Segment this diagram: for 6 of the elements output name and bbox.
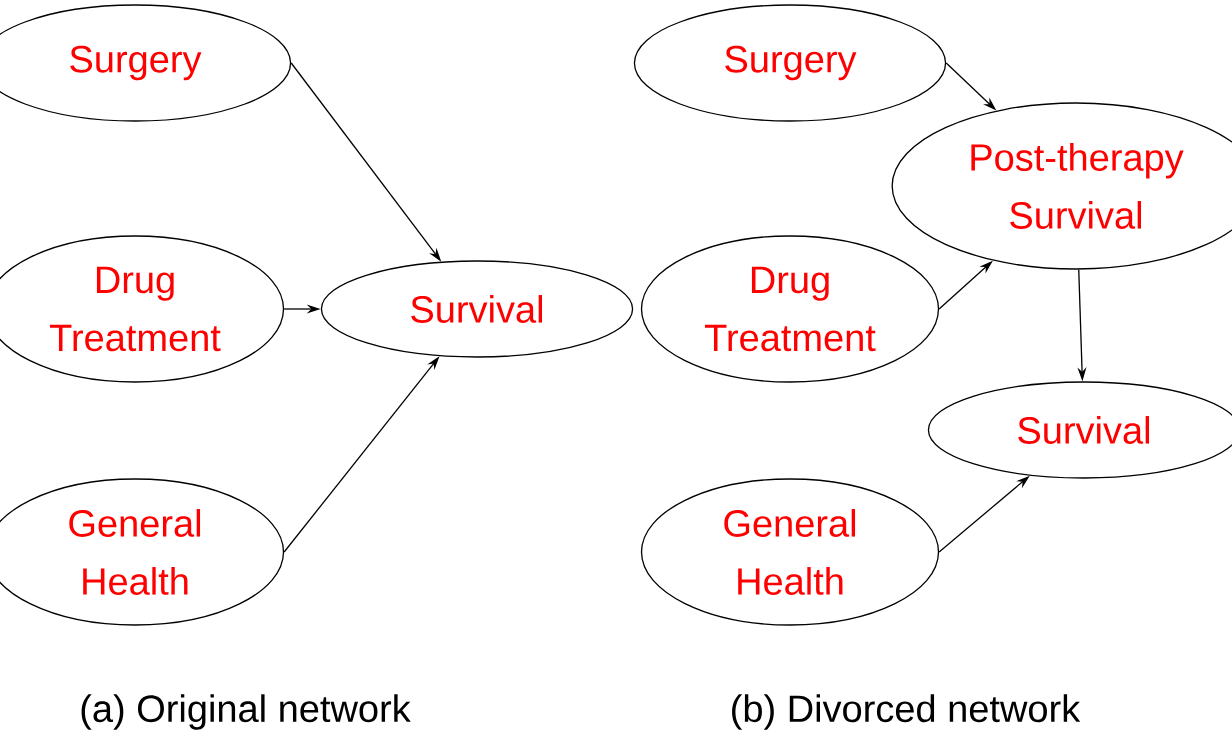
ellipse-node: Survival [320,260,634,358]
ellipse-node: Surgery [633,4,947,122]
ellipse-node: General Health [640,478,940,626]
caption: (a) Original network [81,694,411,730]
caption: (b) Divorced network [732,694,1081,730]
ellipse-node: Drug Treatment [640,235,940,383]
